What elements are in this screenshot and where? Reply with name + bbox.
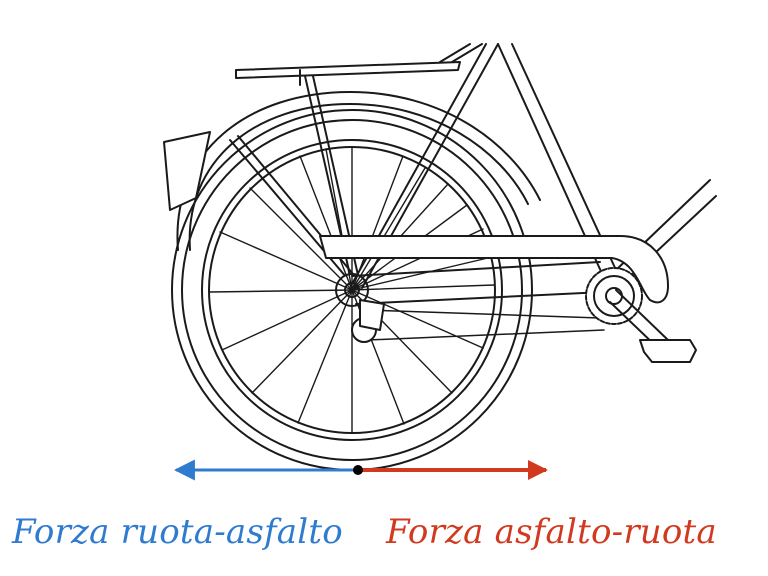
chain-guard bbox=[319, 235, 669, 304]
bicycle-drawing bbox=[163, 43, 717, 471]
label-wheel-on-road-force: Forza ruota-asfalto bbox=[12, 512, 343, 552]
label-road-on-wheel-force: Forza asfalto-ruota bbox=[386, 512, 717, 552]
rear-fender bbox=[163, 91, 541, 285]
rear-rack bbox=[235, 43, 483, 285]
bicycle-chain bbox=[367, 309, 605, 341]
wheel-spokes bbox=[209, 146, 495, 434]
force-arrows bbox=[173, 459, 548, 481]
contact-point bbox=[353, 465, 363, 475]
chainring bbox=[585, 267, 697, 363]
rear-derailleur bbox=[351, 299, 385, 343]
